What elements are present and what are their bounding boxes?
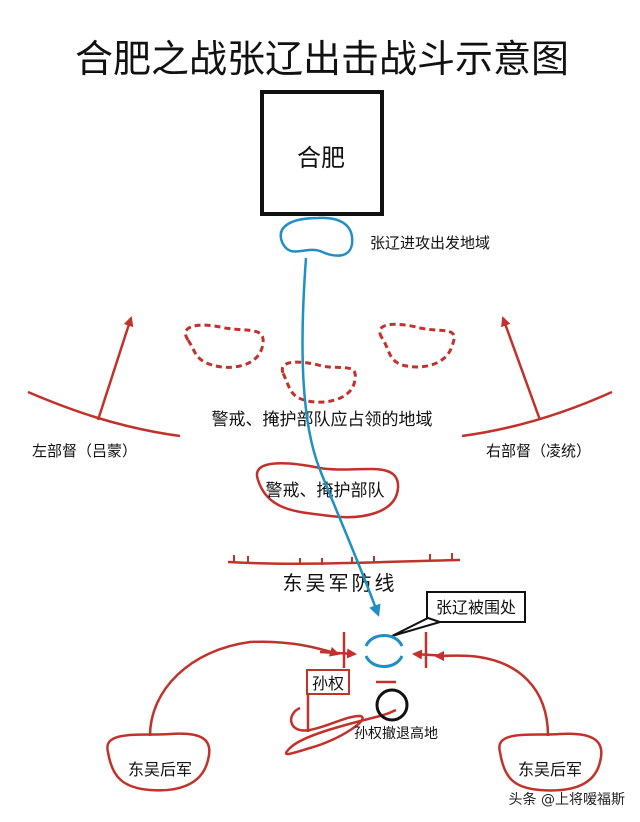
zhangliao-attack-route [301,257,381,617]
cover-troops-label: 警戒、掩护部队 [266,481,385,501]
right-rear-army-label: 东吴后军 [518,760,582,779]
left-rear-army-label: 东吴后军 [128,760,192,779]
sunquan-box [306,669,350,695]
left-du-arc [27,390,181,438]
surrounded-callout-label: 张辽被围处 [436,598,516,617]
defense-line-ticks [233,553,453,565]
left-du-label: 左部督（吕蒙） [32,442,137,460]
watermark: 头条 @上将嗳福斯 [509,791,625,808]
surrounded-arc-top [364,634,404,647]
defense-line [227,558,461,565]
diagram-title: 合肥之战张辽出击战斗示意图 [75,37,569,81]
surrounded-arc-bottom [364,655,404,668]
left-rear-army-arrow [148,640,340,737]
right-du-arrow [501,316,542,421]
right-rear-army-area [498,732,603,792]
defense-line-label: 东吴军防线 [283,571,398,595]
left-rear-army-area [106,732,211,792]
right-rear-army-arrow [434,650,550,737]
surround-brackets [342,632,428,684]
hefei-label: 合肥 [297,144,345,172]
cover-troops-area [255,462,400,519]
cover-area-left [184,323,265,369]
right-du-label: 右部督（凌统） [486,442,591,460]
cover-area-center [280,360,357,404]
left-du-arrow [96,316,134,421]
cover-area-right [378,322,456,369]
hefei-city-box [260,90,384,216]
zhangliao-start-area [279,216,354,257]
right-du-arc [461,390,613,438]
zhangliao-start-label: 张辽进攻出发地域 [370,234,490,252]
surrounded-callout-box [426,591,526,623]
retreat-high-ground [375,688,409,722]
surrounded-callout-pointer [391,616,444,637]
sunquan-retreat-label: 孙权撤退高地 [354,725,438,742]
sunquan-label: 孙权 [312,674,344,693]
cover-area-label: 警戒、掩护部队应占领的地域 [212,410,433,430]
